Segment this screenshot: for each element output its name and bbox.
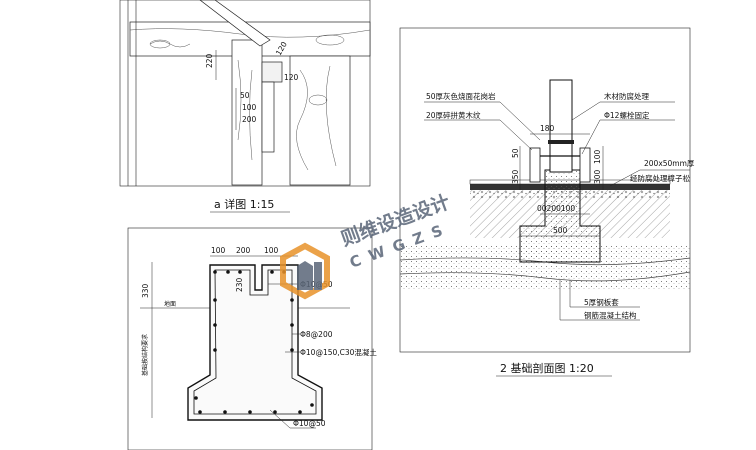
label-bolt: Φ12螺栓固定 xyxy=(604,110,650,120)
panel-2-leaders xyxy=(424,101,690,321)
dim-label: 220 xyxy=(205,53,214,68)
panel-2-section: 180 50 350 100 300 00200100 500 50厚灰色烧面花… xyxy=(399,27,695,377)
label-plate: 5厚钢板套 xyxy=(584,297,619,307)
dim-row: 00200100 xyxy=(537,204,575,213)
foundation-block xyxy=(519,169,601,263)
dim-100: 100 xyxy=(593,149,602,164)
panel-2-frame xyxy=(399,27,691,353)
dim-330: 330 xyxy=(141,283,150,298)
dim-180: 180 xyxy=(540,124,555,133)
panel-2-caption: 2 基础剖面图 1:20 xyxy=(500,361,594,375)
wood-beams xyxy=(129,0,371,186)
dim-label: 120 xyxy=(284,73,299,82)
dim-label: 100 xyxy=(242,103,257,112)
footing-outline xyxy=(187,264,323,421)
rebar-label-3: Φ10@150,C30混凝土 xyxy=(300,347,377,357)
panel-2-dims xyxy=(519,133,604,237)
dim-top-1: 100 xyxy=(211,246,226,255)
panel-b-frame xyxy=(127,227,373,450)
dim-top-2: 200 xyxy=(236,246,251,255)
label-concrete: 钢筋混凝土结构 xyxy=(584,310,637,320)
dim-500: 500 xyxy=(553,226,568,235)
watermark-logo-icon xyxy=(280,242,330,300)
dim-300: 300 xyxy=(593,169,602,184)
dim-350: 350 xyxy=(511,169,520,184)
side-label: 基础按结构要求 xyxy=(141,334,149,376)
dim-50: 50 xyxy=(511,148,520,158)
dim-label: 200 xyxy=(242,115,257,124)
label-gravel: 20厚碎拼黄木纹 xyxy=(426,110,481,120)
dim-230: 230 xyxy=(235,277,244,292)
dim-top-3: 100 xyxy=(264,246,279,255)
panel-b-rebar: 地面 330 基础按结构要求 100 200 100 230 Φ10@50 Φ8… xyxy=(127,227,377,450)
ground-label: 地面 xyxy=(164,300,176,308)
panel-a-detail: 220 120 120 50 100 200 a 详图 1:15 xyxy=(119,0,371,213)
rebar-label-2: Φ8@200 xyxy=(300,330,333,339)
label-pine-1: 200x50mm厚 xyxy=(644,159,695,168)
label-pine-2: 经防腐处理樟子松 xyxy=(630,173,690,183)
rebar-label-4: Φ10@50 xyxy=(293,419,326,428)
label-anti-rot: 木材防腐处理 xyxy=(604,91,649,101)
panel-a-frame xyxy=(119,0,371,187)
panel-a-caption: a 详图 1:15 xyxy=(214,197,274,211)
dim-label: 50 xyxy=(240,91,250,100)
label-granite: 50厚灰色烧面花岗岩 xyxy=(426,91,496,101)
wood-post xyxy=(549,79,573,173)
